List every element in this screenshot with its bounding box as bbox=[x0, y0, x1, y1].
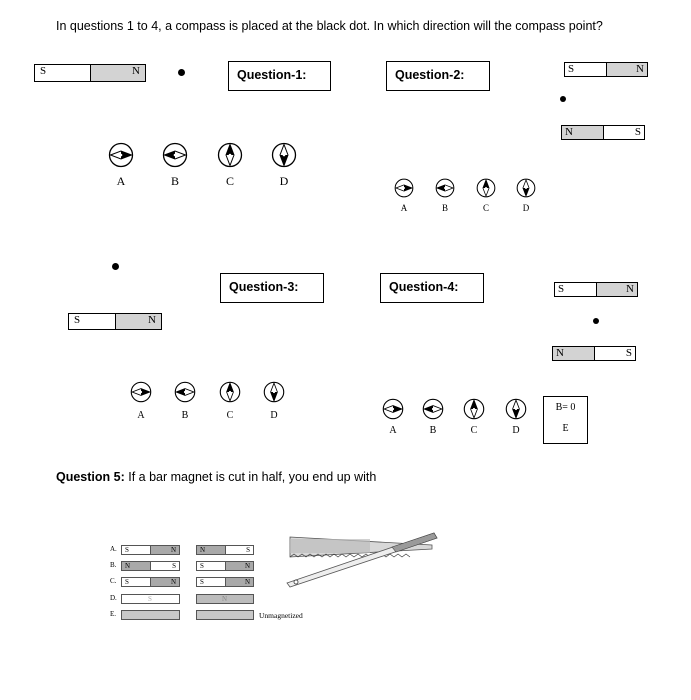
north-pole-label: N bbox=[222, 595, 227, 603]
q5-e-left-piece bbox=[121, 610, 180, 620]
q5-d-right-piece: N bbox=[196, 594, 254, 604]
q1-compass-c-icon bbox=[217, 142, 243, 168]
q4-option-c-label: C bbox=[467, 425, 481, 436]
q5-c-left-piece: S N bbox=[121, 577, 180, 587]
q1-bar-magnet: S N bbox=[34, 64, 146, 82]
q3-bar-magnet: S N bbox=[68, 313, 162, 330]
q5-b-right-piece: S N bbox=[196, 561, 254, 571]
q2-option-a-label: A bbox=[398, 203, 410, 213]
north-pole-label: N bbox=[556, 347, 564, 359]
q2-compass-d-icon bbox=[516, 178, 536, 198]
north-pole-label: N bbox=[132, 65, 140, 77]
q1-compass-a-icon bbox=[108, 142, 134, 168]
north-pole-label: N bbox=[626, 283, 634, 295]
q3-compass-c-icon bbox=[219, 381, 241, 403]
q1-compass-b-icon bbox=[162, 142, 188, 168]
q3-option-c-label: C bbox=[223, 410, 237, 421]
q5-e-right-piece bbox=[196, 610, 254, 620]
q3-compass-dot bbox=[112, 263, 119, 270]
north-pole-label: N bbox=[148, 314, 156, 326]
south-pole-label: S bbox=[125, 578, 129, 586]
q3-compass-a-icon bbox=[130, 381, 152, 403]
q4-option-e-box: B= 0 E bbox=[543, 396, 588, 444]
south-pole-label: S bbox=[74, 314, 80, 326]
q2-option-c-label: C bbox=[480, 203, 492, 213]
north-pole-label: N bbox=[171, 578, 176, 586]
q5-option-d-letter: D. bbox=[110, 594, 117, 602]
south-pole-label: S bbox=[200, 562, 204, 570]
south-pole-label: S bbox=[626, 347, 632, 359]
q2-compass-a-icon bbox=[394, 178, 414, 198]
q1-option-a-label: A bbox=[114, 174, 128, 189]
south-pole-label: S bbox=[246, 546, 250, 554]
q5-d-left-piece: S bbox=[121, 594, 180, 604]
q4-option-d-label: D bbox=[509, 425, 523, 436]
q3-option-a-label: A bbox=[134, 410, 148, 421]
q2-compass-b-icon bbox=[435, 178, 455, 198]
q4-bottom-bar-magnet: N S bbox=[552, 346, 636, 361]
q2-bottom-bar-magnet: N S bbox=[561, 125, 645, 140]
q5-c-right-piece: S N bbox=[196, 577, 254, 587]
option-e-label: E bbox=[544, 423, 587, 434]
question-3-label: Question-3: bbox=[220, 273, 324, 303]
q5-a-left-piece: S N bbox=[121, 545, 180, 555]
north-pole-label: N bbox=[636, 63, 644, 75]
q4-compass-c-icon bbox=[463, 398, 485, 420]
q1-compass-d-icon bbox=[271, 142, 297, 168]
north-pole-label: N bbox=[565, 126, 573, 138]
q5-option-c-letter: C. bbox=[110, 577, 116, 585]
question-4-label: Question-4: bbox=[380, 273, 484, 303]
q5-b-left-piece: N S bbox=[121, 561, 180, 571]
instructions-text: In questions 1 to 4, a compass is placed… bbox=[56, 19, 603, 33]
q4-top-bar-magnet: S N bbox=[554, 282, 638, 297]
question-1-label: Question-1: bbox=[228, 61, 331, 91]
north-pole-label: N bbox=[200, 546, 205, 554]
q3-compass-d-icon bbox=[263, 381, 285, 403]
south-pole-label: S bbox=[172, 562, 176, 570]
q5-option-e-letter: E. bbox=[110, 610, 116, 618]
north-pole-label: N bbox=[245, 562, 250, 570]
q1-option-d-label: D bbox=[277, 174, 291, 189]
q5-a-right-piece: N S bbox=[196, 545, 254, 555]
q5-option-b-letter: B. bbox=[110, 561, 116, 569]
unmagnetized-label: Unmagnetized bbox=[259, 611, 303, 620]
q3-compass-b-icon bbox=[174, 381, 196, 403]
q5-option-a-letter: A. bbox=[110, 545, 117, 553]
q1-option-b-label: B bbox=[168, 174, 182, 189]
q2-top-bar-magnet: S N bbox=[564, 62, 648, 77]
question-2-label: Question-2: bbox=[386, 61, 490, 91]
q2-option-b-label: B bbox=[439, 203, 451, 213]
q4-option-a-label: A bbox=[386, 425, 400, 436]
q4-compass-d-icon bbox=[505, 398, 527, 420]
q1-option-c-label: C bbox=[223, 174, 237, 189]
north-pole-label: N bbox=[245, 578, 250, 586]
north-pole-label: N bbox=[125, 562, 130, 570]
south-pole-label: S bbox=[40, 65, 46, 77]
south-pole-label: S bbox=[635, 126, 641, 138]
q4-compass-b-icon bbox=[422, 398, 444, 420]
question-5-prompt: Question 5: If a bar magnet is cut in ha… bbox=[56, 470, 376, 484]
q2-compass-dot bbox=[560, 96, 566, 102]
field-zero-label: B= 0 bbox=[544, 402, 587, 413]
q1-compass-dot bbox=[178, 69, 185, 76]
south-pole-label: S bbox=[125, 546, 129, 554]
q4-compass-dot bbox=[593, 318, 599, 324]
q4-compass-a-icon bbox=[382, 398, 404, 420]
north-pole-label: N bbox=[171, 546, 176, 554]
q3-option-d-label: D bbox=[267, 410, 281, 421]
question-5-text: If a bar magnet is cut in half, you end … bbox=[125, 470, 377, 484]
q2-option-d-label: D bbox=[520, 203, 532, 213]
south-pole-label: S bbox=[568, 63, 574, 75]
q2-compass-c-icon bbox=[476, 178, 496, 198]
question-5-label: Question 5: bbox=[56, 470, 125, 484]
q4-option-b-label: B bbox=[426, 425, 440, 436]
south-pole-label: S bbox=[200, 578, 204, 586]
south-pole-label: S bbox=[558, 283, 564, 295]
hacksaw-illustration-icon bbox=[282, 527, 442, 589]
south-pole-label: S bbox=[148, 595, 152, 603]
q3-option-b-label: B bbox=[178, 410, 192, 421]
